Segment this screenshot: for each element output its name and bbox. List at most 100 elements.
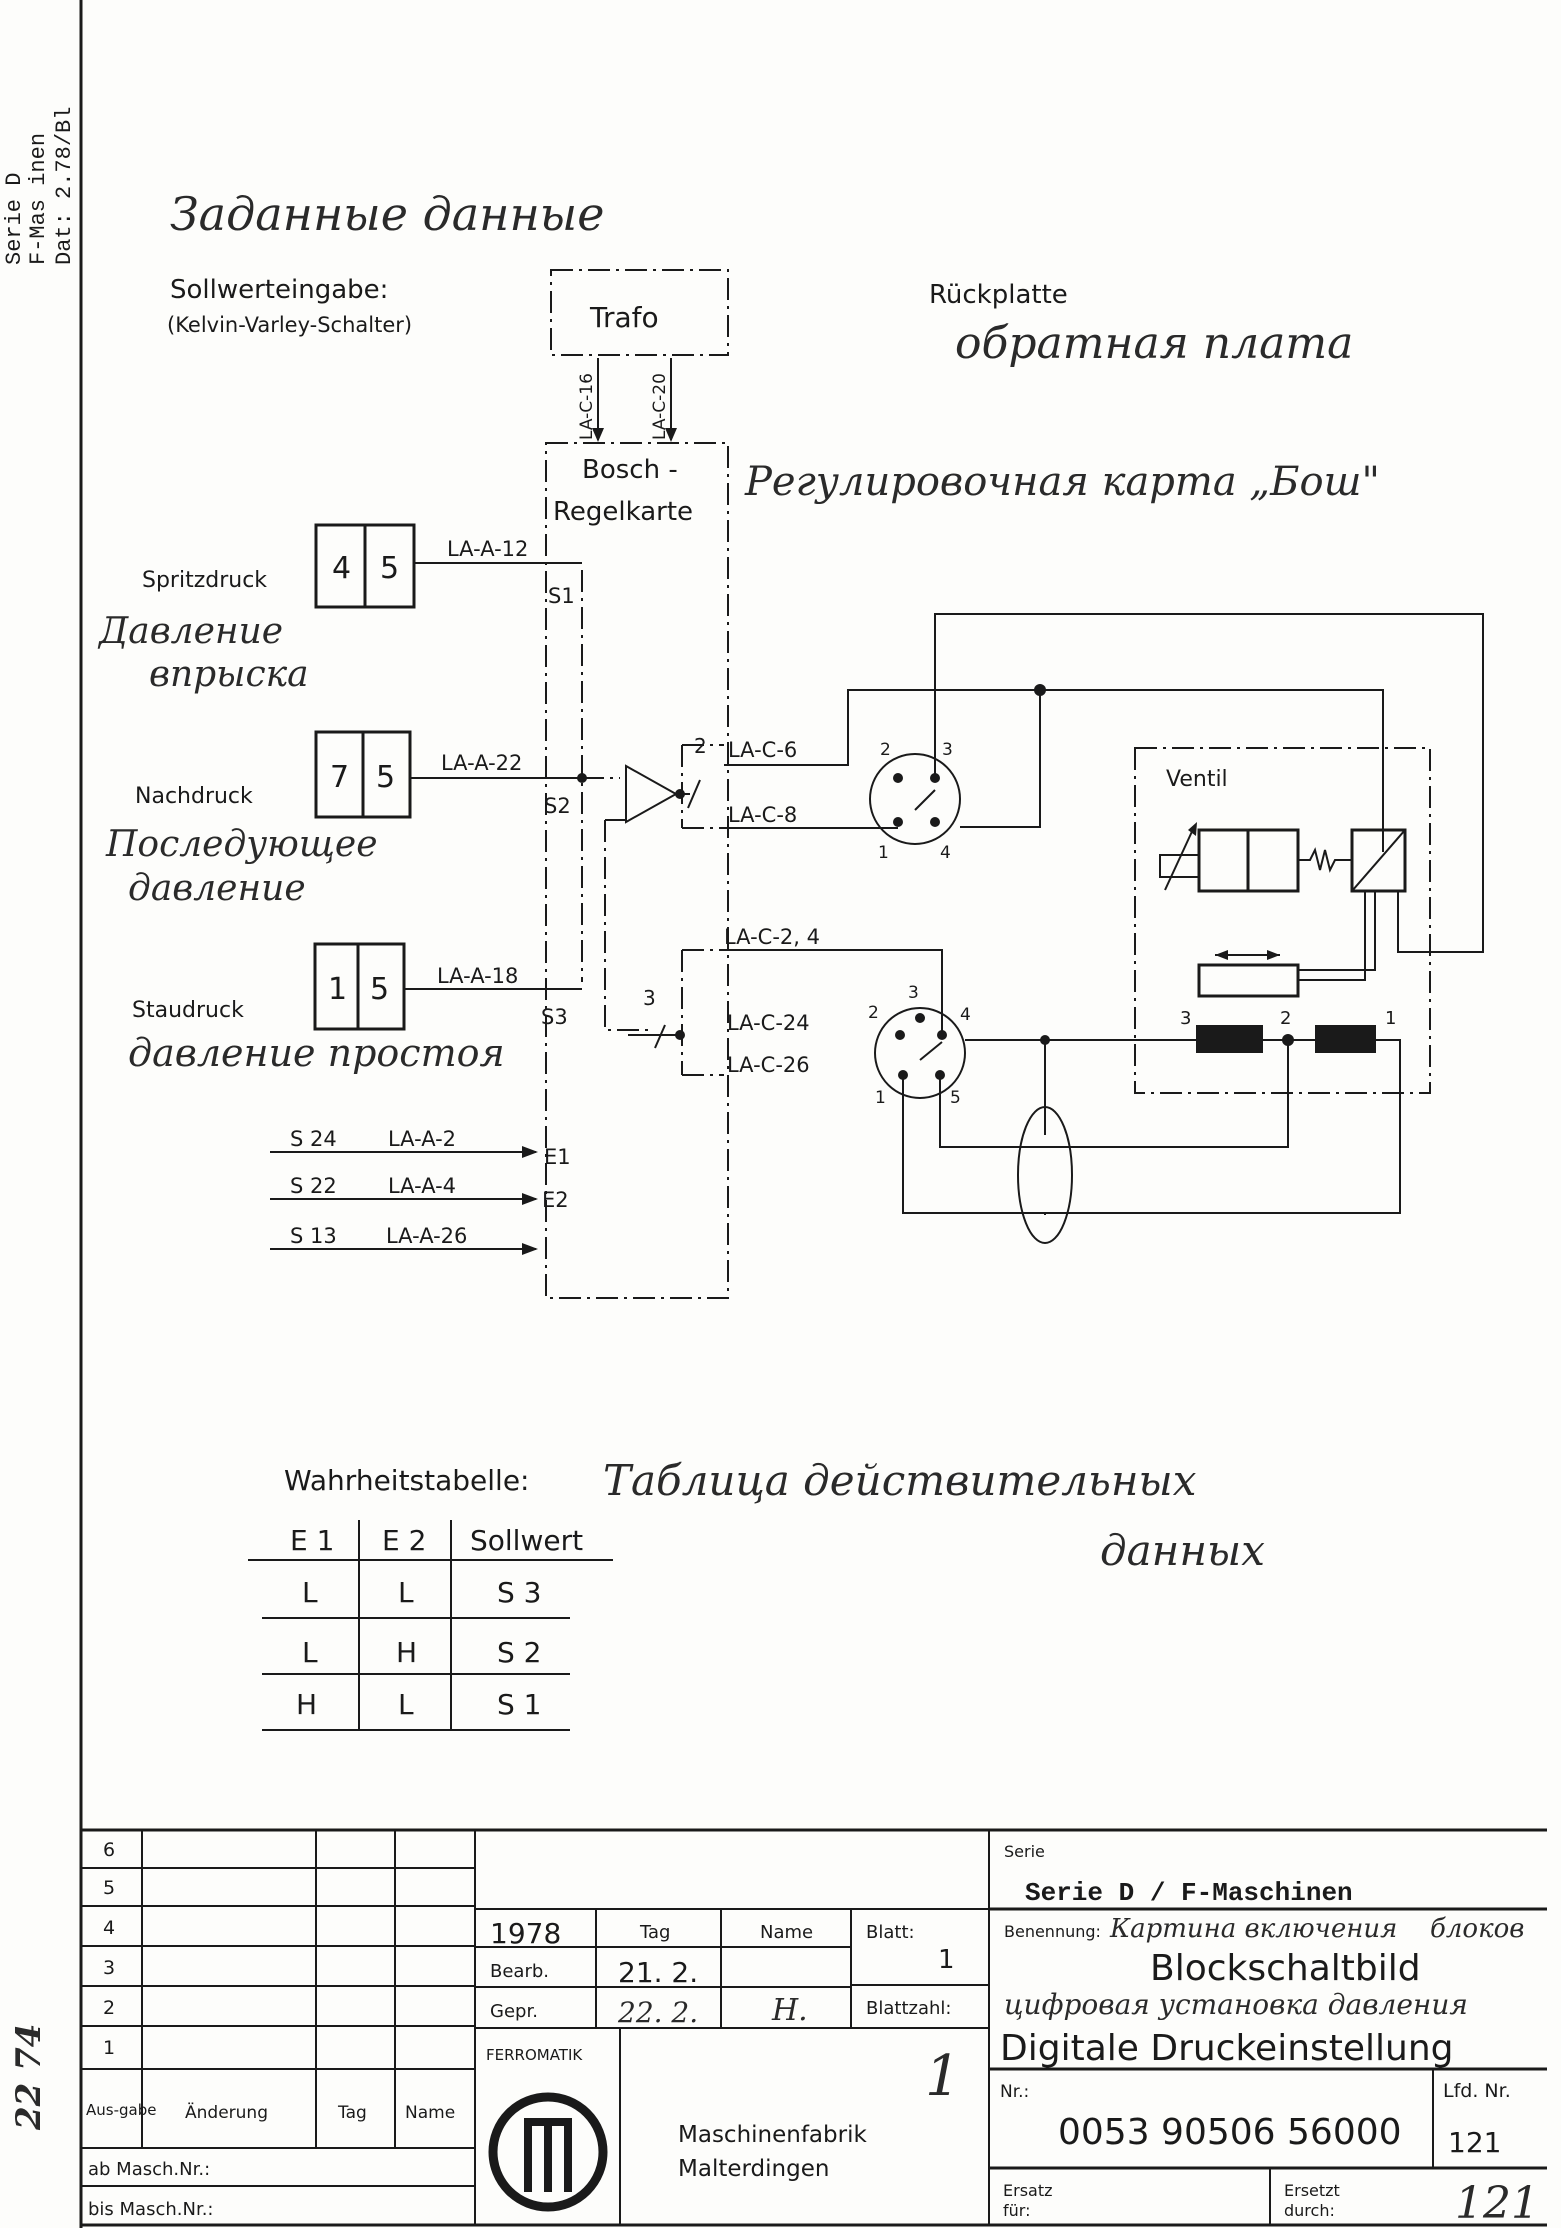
benennung-ru-2: блоков [1430, 1914, 1524, 1944]
blattzahl-value: 1 [925, 2044, 961, 2109]
ersetzt-label: durch: [1284, 2201, 1335, 2220]
truth-header: Sollwert [470, 1524, 583, 1557]
coil-label: 1 [1385, 1008, 1396, 1029]
trafo-label: Trafo [589, 301, 659, 334]
header-tag: Tag [337, 2103, 367, 2123]
select-pin: E2 [542, 1188, 569, 1212]
truth-header: E 2 [382, 1524, 426, 1557]
ersatz-label: Ersatz [1003, 2181, 1053, 2200]
coil-block [1196, 1025, 1263, 1053]
wire-c20: LA-C-20 [650, 373, 670, 440]
bosch-control-card: Bosch - Regelkarte [545, 442, 729, 1299]
pin-label: S3 [541, 1005, 568, 1029]
setpoint-title: Sollwerteingabe: [170, 275, 388, 305]
pin-number: 2 [880, 740, 891, 760]
truth-cell: L [398, 1688, 414, 1721]
truth-cell: L [302, 1576, 318, 1609]
wire-label: LA-C-8 [728, 803, 797, 827]
wire-label: LA-A-12 [447, 537, 528, 561]
lfd-value: 121 [1448, 2126, 1501, 2159]
name-label: Name [760, 1922, 813, 1943]
annotation-hold-ru-1: Последующее [105, 824, 378, 865]
gepr-date: 22. 2. [617, 1996, 698, 2029]
annotation-back-ru: давление простоя [128, 1031, 505, 1075]
benennung-ru-1: Картина включения [1109, 1914, 1397, 1944]
margin-header: Serie D F-Mas inen Dat: 2.78/Bl [2, 0, 83, 2228]
wire-c16: LA-C-16 [577, 373, 597, 440]
header-ausgabe: Aus-gabe [86, 2101, 156, 2119]
company-name-2: Malterdingen [678, 2156, 829, 2182]
trafo-block: Trafo LA-C-16 LA-C-20 [550, 269, 729, 442]
pin-label: S1 [548, 584, 575, 608]
pin-number: 1 [878, 843, 889, 863]
truth-cell: S 2 [497, 1636, 542, 1669]
lfd-label: Lfd. Nr. [1443, 2080, 1511, 2102]
ferromatik-logo [488, 2092, 608, 2212]
revision-number: 2 [103, 1997, 115, 2019]
company-logo-text: FERROMATIK [486, 2046, 583, 2064]
input-spritzdruck: Spritzdruck 4 5 LA-A-12 S1 [142, 523, 582, 609]
ersetzt-handwritten: 121 [1455, 2178, 1539, 2228]
truth-cell: H [296, 1688, 317, 1721]
annotation-backplate-ru: обратная плата [955, 318, 1353, 369]
digit: 5 [376, 760, 395, 795]
ersatz-label: für: [1003, 2201, 1030, 2220]
amplifier-symbol [625, 764, 679, 824]
revision-numbers: 6 5 4 3 2 1 [103, 1839, 115, 2059]
bosch-label-1: Bosch - [582, 455, 678, 485]
ventil-block: Ventil 3 2 1 [1134, 747, 1431, 1094]
annotation-hold-ru-2: давление [128, 868, 306, 909]
revision-number: 5 [103, 1877, 115, 1899]
upper-plug-connector: 2 LA-C-6 LA-C-8 2 3 1 4 [675, 734, 961, 1040]
pin-number: 5 [950, 1088, 961, 1108]
annotation-injection-ru-1: Давление [97, 611, 283, 652]
year: 1978 [490, 1917, 561, 1950]
coil-block [1315, 1025, 1376, 1053]
digit: 5 [380, 551, 399, 586]
bosch-label-2: Regelkarte [553, 497, 693, 527]
annotation-truth-ru-2: данных [1100, 1526, 1265, 1575]
pin-number: 3 [908, 983, 919, 1003]
lower-plug-connector: 3 LA-C-2, 4 LA-C-24 LA-C-26 2 3 4 1 5 [628, 925, 971, 1108]
margin-line1: Serie D [2, 173, 27, 265]
coil-label: 2 [1280, 1008, 1291, 1029]
header-name: Name [405, 2103, 455, 2123]
drawing-title-2: Digitale Druckeinstellung [1000, 2028, 1454, 2069]
ventil-label: Ventil [1166, 767, 1228, 792]
annotation-control-card-ru: Регулировочная карта „Бош" [744, 459, 1380, 505]
wiring [724, 613, 1484, 1215]
truth-cell: L [398, 1576, 414, 1609]
wire-label: LA-A-18 [437, 964, 518, 988]
select-pin: E1 [544, 1145, 571, 1169]
pin-label: S2 [544, 794, 571, 818]
input-label: Spritzdruck [142, 568, 267, 593]
input-label: Nachdruck [135, 784, 253, 809]
serie-value: Serie D / F-Maschinen [1025, 1878, 1353, 1908]
accumulator-symbol [1017, 1106, 1073, 1244]
annotation-truth-ru-1: Таблица действительных [603, 1456, 1197, 1505]
setpoint-subtitle: (Kelvin-Varley-Schalter) [167, 313, 412, 337]
margin-line3: Dat: 2.78/Bl [52, 107, 77, 265]
drawing-number: 0053 90506 56000 [1058, 2112, 1402, 2153]
truth-cell: S 1 [497, 1688, 542, 1721]
pin-number: 3 [942, 740, 953, 760]
select-source: S 22 [290, 1174, 337, 1198]
blattzahl-label: Blattzahl: [866, 1998, 951, 2019]
revision-number: 4 [103, 1917, 115, 1939]
wire-label: LA-C-6 [728, 738, 797, 762]
truth-cell: H [396, 1636, 417, 1669]
ab-masch-label: ab Masch.Nr.: [88, 2159, 210, 2180]
input-label: Staudruck [132, 998, 244, 1023]
wire-label: LA-C-2, 4 [724, 925, 820, 949]
gepr-label: Gepr. [490, 2001, 538, 2022]
bis-masch-label: bis Masch.Nr.: [88, 2199, 214, 2220]
title-block: 6 5 4 3 2 1 Aus-gabe Änderung Tag Name a… [9, 1828, 1547, 2228]
truth-table-title: Wahrheitstabelle: [284, 1464, 530, 1497]
pin-number: 2 [868, 1003, 879, 1023]
header-aenderung: Änderung [185, 2102, 268, 2123]
digit: 5 [370, 972, 389, 1007]
revision-number: 3 [103, 1957, 115, 1979]
truth-header: E 1 [290, 1524, 334, 1557]
wire-label: LA-C-26 [727, 1053, 810, 1077]
ersetzt-label: Ersetzt [1284, 2181, 1340, 2200]
